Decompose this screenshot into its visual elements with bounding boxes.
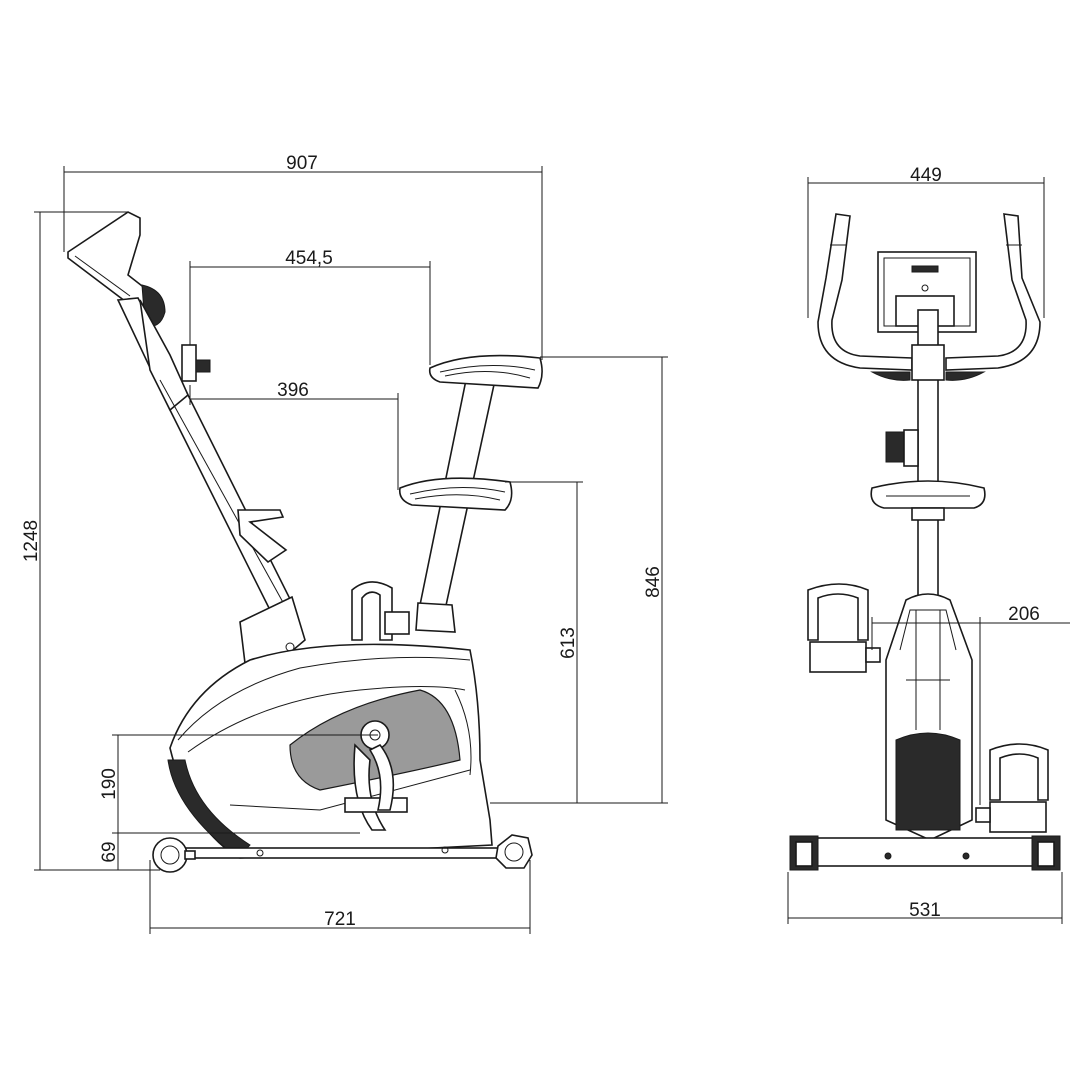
dim-total-length: 907 (286, 153, 318, 174)
dim-pedal-axle-height: 190 (99, 768, 120, 800)
dim-base-width: 531 (909, 900, 941, 921)
side-view-dimensions: 907 454,5 396 1248 846 613 190 69 721 (21, 153, 668, 934)
side-view-bike (67, 211, 543, 873)
dim-pedal-width: 206 (1008, 604, 1040, 625)
dim-total-height: 1248 (21, 520, 42, 562)
front-view-dimensions: 449 206 531 (787, 165, 1070, 924)
front-view-bike (789, 213, 1061, 871)
dim-seat-height-min: 613 (558, 627, 579, 659)
dim-seat-reach-min: 396 (277, 380, 309, 401)
dim-ground-clearance: 69 (99, 841, 120, 862)
dim-seat-height-max: 846 (643, 566, 664, 598)
dim-base-length: 721 (324, 909, 356, 930)
dim-handlebar-width: 449 (910, 165, 942, 186)
dim-seat-reach-max: 454,5 (285, 248, 333, 269)
